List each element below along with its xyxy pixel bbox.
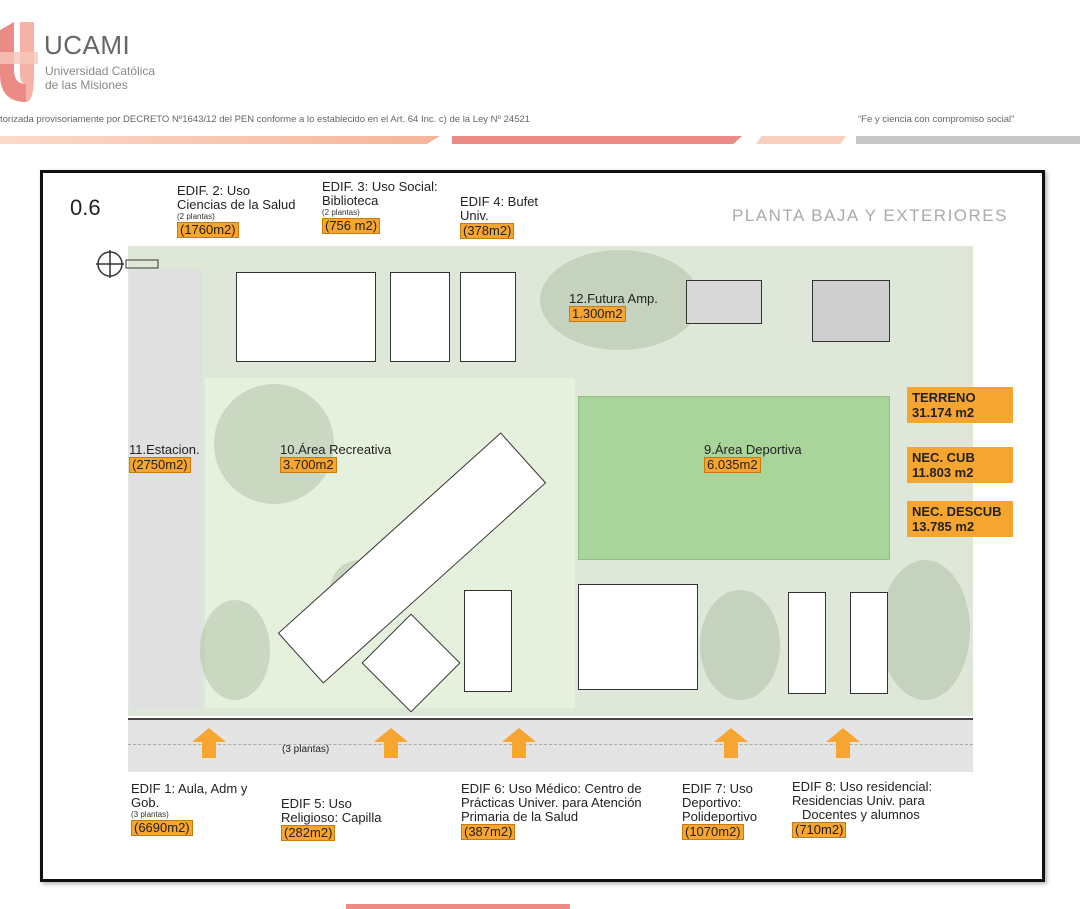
area-11-name: 11.Estacion. bbox=[129, 442, 200, 457]
building-2-floors: (2 plantas) bbox=[177, 212, 215, 221]
building-1-line1: EDIF 1: Aula, Adm y bbox=[131, 781, 248, 796]
stat-nec-cub: NEC. CUB 11.803 m2 bbox=[907, 447, 1013, 483]
basketball-court bbox=[812, 280, 890, 342]
building-2-line1: EDIF. 2: Uso bbox=[177, 183, 250, 198]
stat-terreno: TERRENO 31.174 m2 bbox=[907, 387, 1013, 423]
area-10-name: 10.Área Recreativa bbox=[280, 442, 392, 457]
label-area-10: 10.Área Recreativa 3.700m2 bbox=[280, 443, 391, 473]
tree-cluster bbox=[214, 384, 334, 504]
parking-area bbox=[130, 270, 202, 710]
label-area-11: 11.Estacion. (2750m2) bbox=[129, 443, 200, 473]
building-6-line3: Primaria de la Salud bbox=[461, 809, 579, 824]
building-6-area: (387m2) bbox=[461, 824, 516, 840]
road bbox=[128, 718, 973, 772]
area-12-size: 1.300m2 bbox=[569, 306, 626, 322]
building-8-line2: Residencias Univ. para bbox=[792, 793, 925, 808]
stat-terreno-value: 31.174 m2 bbox=[912, 405, 975, 420]
entrance-arrow-icon bbox=[192, 728, 226, 758]
building-8b-footprint bbox=[850, 592, 888, 694]
label-building-6: EDIF 6: Uso Médico: Centro de Prácticas … bbox=[461, 782, 642, 840]
building-8-area: (710m2) bbox=[792, 822, 847, 838]
area-9-size: 6.035m2 bbox=[704, 457, 761, 473]
building-3-area: (756 m2) bbox=[322, 218, 381, 234]
stat-nec-descub-label: NEC. DESCUB bbox=[912, 504, 1002, 519]
building-6-line1: EDIF 6: Uso Médico: Centro de bbox=[461, 781, 642, 796]
label-building-8: EDIF 8: Uso residencial: Residencias Uni… bbox=[792, 780, 932, 838]
header-band-4 bbox=[856, 136, 1080, 144]
building-5-line2: Religioso: Capilla bbox=[281, 810, 382, 825]
building-1-floors: (3 plantas) bbox=[131, 810, 169, 819]
header-band-1 bbox=[0, 136, 440, 144]
building-2-area: (1760m2) bbox=[177, 222, 239, 238]
building-4-line2: Univ. bbox=[460, 208, 489, 223]
label-building-7: EDIF 7: Uso Deportivo: Polideportivo (10… bbox=[682, 782, 757, 840]
building-7-footprint bbox=[578, 584, 698, 690]
tree-cluster bbox=[880, 560, 970, 700]
stat-nec-descub-value: 13.785 m2 bbox=[912, 519, 975, 534]
sports-field bbox=[578, 396, 890, 560]
label-building-3: EDIF. 3: Uso Social: Biblioteca (2 plant… bbox=[322, 180, 438, 234]
building-1-area: (6690m2) bbox=[131, 820, 193, 836]
sheet-title: PLANTA BAJA Y EXTERIORES bbox=[732, 206, 1008, 225]
building-6-footprint bbox=[464, 590, 512, 692]
building-2-footprint bbox=[236, 272, 376, 362]
label-building-1: EDIF 1: Aula, Adm y Gob. (3 plantas) (66… bbox=[131, 782, 247, 836]
building-4-line1: EDIF 4: Bufet bbox=[460, 194, 539, 209]
entrance-arrow-icon bbox=[374, 728, 408, 758]
label-building-2: EDIF. 2: Uso Ciencias de la Salud (2 pla… bbox=[177, 184, 296, 238]
area-11-size: (2750m2) bbox=[129, 457, 191, 473]
building-4-footprint bbox=[460, 272, 516, 362]
north-compass-icon bbox=[96, 250, 159, 278]
decree-text: torizada provisoriamente por DECRETO Nº1… bbox=[0, 114, 531, 125]
building-3-line1: EDIF. 3: Uso Social: bbox=[322, 179, 438, 194]
motto-text: “Fe y ciencia con compromiso social” bbox=[858, 114, 1015, 125]
road-floors-label: (3 plantas) bbox=[282, 744, 330, 755]
building-5-line1: EDIF 5: Uso bbox=[281, 796, 352, 811]
label-building-5: EDIF 5: Uso Religioso: Capilla (282m2) bbox=[281, 797, 381, 841]
footer-accent-bar bbox=[346, 904, 570, 909]
tennis-court bbox=[686, 280, 762, 324]
tree-cluster bbox=[200, 600, 270, 700]
area-12-name: 12.Futura Amp. bbox=[569, 291, 658, 306]
stat-terreno-label: TERRENO bbox=[912, 390, 976, 405]
building-5-area: (282m2) bbox=[281, 825, 336, 841]
building-7-line1: EDIF 7: Uso bbox=[682, 781, 753, 796]
stat-nec-descub: NEC. DESCUB 13.785 m2 bbox=[907, 501, 1013, 537]
brand-subtitle: Universidad Católica de las Misiones bbox=[45, 64, 155, 92]
building-8-line3: Docentes y alumnos bbox=[802, 807, 920, 822]
entrance-arrow-icon bbox=[714, 728, 748, 758]
area-9-name: 9.Área Deportiva bbox=[704, 442, 802, 457]
building-3-floors: (2 plantas) bbox=[322, 208, 360, 217]
building-2-line2: Ciencias de la Salud bbox=[177, 197, 296, 212]
building-1-line2: Gob. bbox=[131, 795, 160, 810]
brand-name: UCAMI bbox=[44, 30, 131, 60]
area-10-size: 3.700m2 bbox=[280, 457, 337, 473]
header-band-3 bbox=[756, 136, 846, 144]
stat-nec-cub-value: 11.803 m2 bbox=[912, 465, 974, 480]
building-8-line1: EDIF 8: Uso residencial: bbox=[792, 779, 933, 794]
road-centerline bbox=[128, 744, 973, 745]
building-4-area: (378m2) bbox=[460, 223, 515, 239]
building-7-line2: Deportivo: bbox=[682, 795, 742, 810]
label-area-9: 9.Área Deportiva 6.035m2 bbox=[704, 443, 802, 473]
label-building-4: EDIF 4: Bufet Univ. (378m2) bbox=[460, 195, 538, 239]
building-8a-footprint bbox=[788, 592, 826, 694]
brand-subtitle-line2: de las Misiones bbox=[45, 78, 128, 92]
tree-cluster bbox=[700, 590, 780, 700]
stat-nec-cub-label: NEC. CUB bbox=[912, 450, 975, 465]
building-3-line2: Biblioteca bbox=[322, 193, 379, 208]
building-7-line3: Polideportivo bbox=[682, 809, 758, 824]
sheet-number: 0.6 bbox=[70, 195, 101, 220]
building-6-line2: Prácticas Univer. para Atención bbox=[461, 795, 642, 810]
entrance-arrow-icon bbox=[502, 728, 536, 758]
tree-cluster bbox=[540, 250, 700, 350]
entrance-arrow-icon bbox=[826, 728, 860, 758]
ucami-logo-icon bbox=[0, 22, 38, 102]
brand-subtitle-line1: Universidad Católica bbox=[45, 64, 156, 78]
label-area-12: 12.Futura Amp. 1.300m2 bbox=[569, 292, 658, 322]
building-3-footprint bbox=[390, 272, 450, 362]
header-band-2 bbox=[452, 136, 742, 144]
building-7-area: (1070m2) bbox=[682, 824, 744, 840]
